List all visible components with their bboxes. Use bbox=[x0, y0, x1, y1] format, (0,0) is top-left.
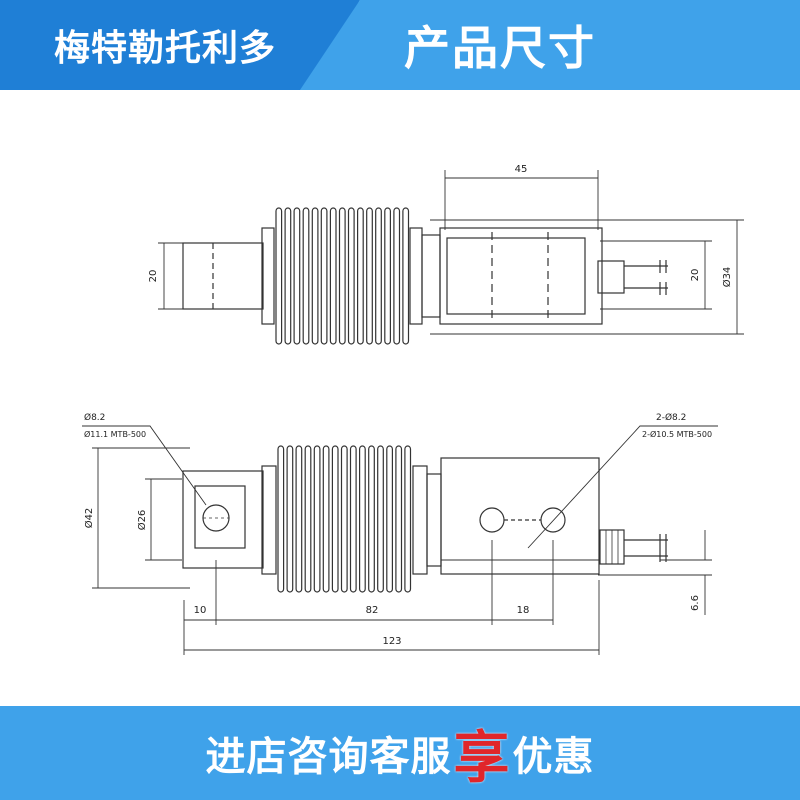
brand-name: 梅特勒托利多 bbox=[53, 28, 276, 69]
footer-text-2: 优惠 bbox=[512, 734, 595, 780]
bellows-fin bbox=[313, 445, 321, 593]
header-right-band bbox=[300, 0, 800, 90]
header-left-band bbox=[0, 0, 360, 90]
bellows-fin bbox=[393, 207, 401, 345]
dim-42: Ø42 bbox=[83, 508, 95, 529]
page-title: 产品尺寸 bbox=[404, 21, 596, 75]
bellows-fin bbox=[304, 445, 312, 593]
footer-text-1: 进店咨询客服 bbox=[205, 734, 452, 780]
footer-highlight: 享 bbox=[453, 725, 511, 791]
dim-10: 10 bbox=[194, 605, 207, 616]
footer-promo: 进店咨询客服 享 优惠 bbox=[0, 706, 800, 800]
bellows-fin bbox=[277, 445, 285, 593]
bellows-fin bbox=[349, 445, 357, 593]
bellows-fin bbox=[386, 445, 393, 593]
side-view bbox=[82, 425, 718, 655]
bellows-fin bbox=[402, 207, 410, 345]
dim-45: 45 bbox=[515, 164, 528, 175]
dim-123: 123 bbox=[382, 636, 401, 647]
dim-6-6: 6.6 bbox=[690, 595, 701, 611]
bellows-fin bbox=[295, 445, 303, 593]
hole-left-label-2: Ø11.1 MTB-500 bbox=[84, 429, 146, 439]
technical-drawing: 45 20 20 Ø34 Ø8.2 Ø11.1 MTB-500 2-Ø8.2 2… bbox=[82, 164, 744, 655]
bellows-fin bbox=[340, 445, 348, 593]
bellows-fin bbox=[275, 207, 283, 345]
bellows-fin bbox=[404, 445, 412, 593]
hole-right-label-1: 2-Ø8.2 bbox=[656, 412, 686, 423]
bellows-fin bbox=[395, 445, 403, 593]
dim-18: 18 bbox=[517, 605, 530, 616]
hole-left-label-1: Ø8.2 bbox=[84, 412, 105, 423]
bellows-fin bbox=[320, 207, 328, 345]
dim-82: 82 bbox=[366, 605, 379, 616]
bellows-fin bbox=[368, 445, 375, 593]
bellows-fin bbox=[331, 445, 339, 593]
dim-34: Ø34 bbox=[721, 267, 733, 288]
dim-26: Ø26 bbox=[136, 510, 148, 531]
bellows-fin bbox=[384, 207, 391, 345]
bellows-fin bbox=[377, 445, 384, 593]
dim-20-right: 20 bbox=[690, 269, 701, 282]
bellows-fin bbox=[302, 207, 310, 345]
footer-band bbox=[0, 706, 800, 800]
bellows-fin bbox=[338, 207, 346, 345]
bellows-fin bbox=[322, 445, 330, 593]
bellows-fin bbox=[375, 207, 382, 345]
bellows-fin bbox=[347, 207, 355, 345]
bellows-fin bbox=[284, 207, 292, 345]
bellows-fin bbox=[359, 445, 366, 593]
bellows-fin bbox=[293, 207, 301, 345]
bellows-fin bbox=[286, 445, 294, 593]
hole-right-label-2: 2-Ø10.5 MTB-500 bbox=[642, 429, 712, 439]
bellows-fin bbox=[311, 207, 319, 345]
bellows-fin bbox=[329, 207, 337, 345]
top-view bbox=[158, 170, 744, 345]
bellows-fin bbox=[357, 207, 364, 345]
dim-20-left: 20 bbox=[148, 270, 159, 283]
bellows-fin bbox=[366, 207, 373, 345]
